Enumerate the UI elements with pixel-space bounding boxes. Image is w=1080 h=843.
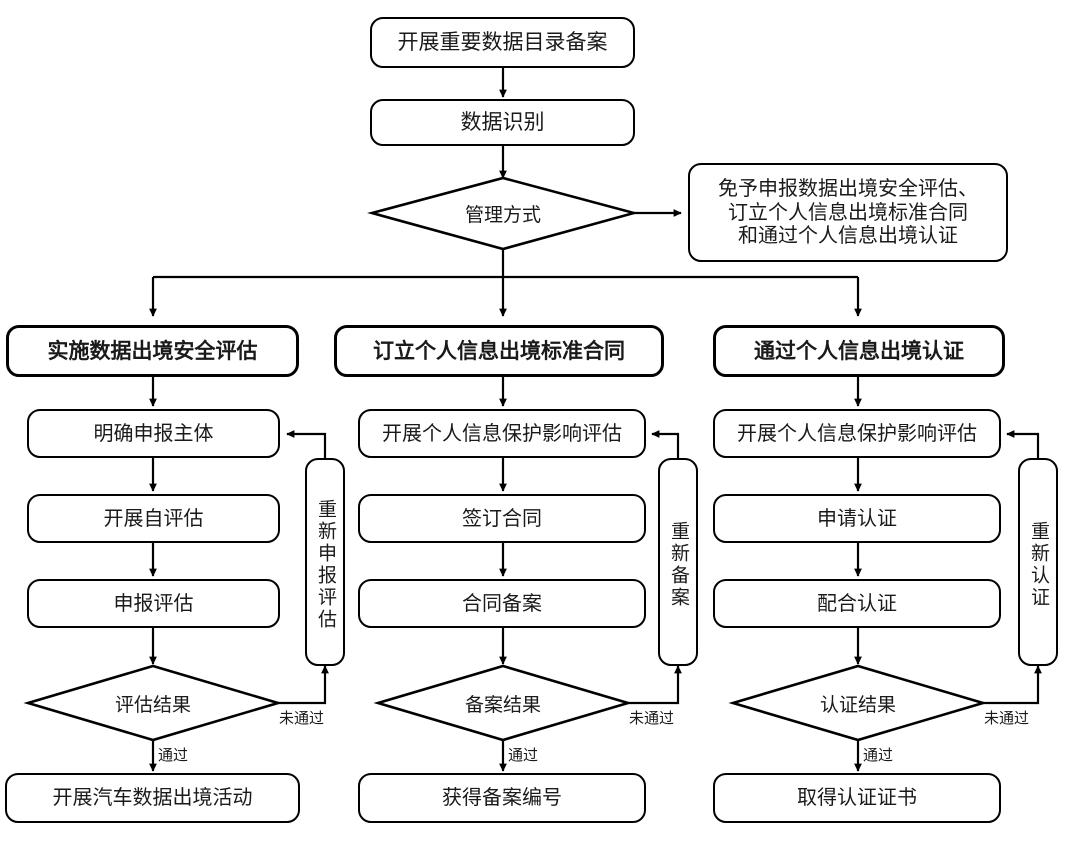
note-line-2: 订立个人信息出境标准合同 <box>728 199 968 224</box>
step-box-pia-contract[interactable]: 开展个人信息保护影响评估 <box>358 409 646 458</box>
edge-label-pass-2: 通过 <box>508 746 539 764</box>
start-box-label: 开展重要数据目录备案 <box>397 30 608 55</box>
step-box-label: 开展个人信息保护影响评估 <box>382 420 622 445</box>
result-box-label: 获得备案编号 <box>442 785 562 810</box>
result-box-filing-number[interactable]: 获得备案编号 <box>358 773 646 823</box>
step-box-declare-assessment[interactable]: 申报评估 <box>27 579 280 628</box>
step-box-self-assessment[interactable]: 开展自评估 <box>27 494 280 543</box>
decision-label: 管理方式 <box>464 204 541 226</box>
decision-label: 评估结果 <box>114 693 191 716</box>
step-box-label: 明确申报主体 <box>93 420 214 445</box>
step-box-sign-contract[interactable]: 签订合同 <box>358 494 646 543</box>
note-line-3: 和通过个人信息出境认证 <box>738 223 958 248</box>
step-box-support-certification[interactable]: 配合认证 <box>713 579 1001 628</box>
step-box-label: 合同备案 <box>462 590 542 615</box>
step-box-contract-filing[interactable]: 合同备案 <box>358 579 646 628</box>
retry-box-refile[interactable]: 重新备案 <box>658 458 698 666</box>
step-box-label: 签订合同 <box>462 505 542 530</box>
step-box-label: 申报评估 <box>113 590 194 615</box>
column-header-label: 订立个人信息出境标准合同 <box>373 338 625 363</box>
decision-certification-result[interactable]: 认证结果 <box>733 666 983 740</box>
step-box-declare-subject[interactable]: 明确申报主体 <box>27 409 280 458</box>
decision-assessment-result[interactable]: 评估结果 <box>28 666 278 740</box>
step-box-label: 申请认证 <box>817 505 897 530</box>
retry-box-label: 重新申报评估 <box>314 499 337 631</box>
step-box-label: 开展自评估 <box>103 505 204 530</box>
result-box-certificate[interactable]: 取得认证证书 <box>713 773 1001 823</box>
column-header-label: 实施数据出境安全评估 <box>47 338 258 363</box>
edge-label-pass-3: 通过 <box>863 746 894 764</box>
column-header-label: 通过个人信息出境认证 <box>754 338 964 363</box>
decision-management-mode[interactable]: 管理方式 <box>372 178 634 249</box>
start-box-catalog-filing[interactable]: 开展重要数据目录备案 <box>370 17 635 68</box>
note-box-exemptions[interactable]: 免予申报数据出境安全评估、 订立个人信息出境标准合同 和通过个人信息出境认证 <box>688 163 1008 262</box>
step-box-data-identification[interactable]: 数据识别 <box>370 99 635 146</box>
retry-box-label: 重新备案 <box>667 521 690 609</box>
step-box-label: 数据识别 <box>460 110 545 135</box>
step-box-label: 开展个人信息保护影响评估 <box>737 420 977 445</box>
step-box-pia-certification[interactable]: 开展个人信息保护影响评估 <box>713 409 1001 458</box>
note-line-1: 免予申报数据出境安全评估、 <box>718 176 978 201</box>
edge-label-fail-1: 未通过 <box>279 709 325 727</box>
result-box-label: 取得认证证书 <box>797 785 917 810</box>
step-box-label: 配合认证 <box>817 590 897 615</box>
column-header-standard-contract[interactable]: 订立个人信息出境标准合同 <box>334 325 664 377</box>
retry-box-recertify[interactable]: 重新认证 <box>1018 458 1058 666</box>
column-header-security-assessment[interactable]: 实施数据出境安全评估 <box>6 325 299 377</box>
step-box-apply-certification[interactable]: 申请认证 <box>713 494 1001 543</box>
result-box-vehicle-data-export[interactable]: 开展汽车数据出境活动 <box>5 773 300 823</box>
edge-label-pass-1: 通过 <box>158 746 189 764</box>
result-box-label: 开展汽车数据出境活动 <box>52 785 253 810</box>
decision-filing-result[interactable]: 备案结果 <box>378 666 628 740</box>
edge-label-fail-2: 未通过 <box>629 709 675 727</box>
decision-label: 备案结果 <box>464 693 541 716</box>
decision-label: 认证结果 <box>819 693 896 716</box>
retry-box-label: 重新认证 <box>1027 521 1050 609</box>
edge-label-fail-3: 未通过 <box>984 709 1030 727</box>
retry-box-redeclare-assessment[interactable]: 重新申报评估 <box>305 458 345 666</box>
column-header-certification[interactable]: 通过个人信息出境认证 <box>713 325 1005 377</box>
